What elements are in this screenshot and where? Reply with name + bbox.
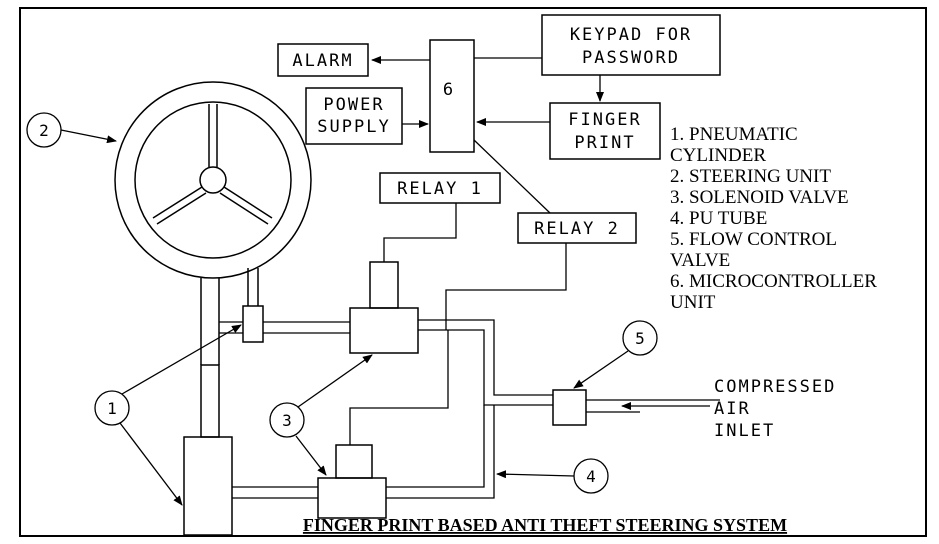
legend-line: 3. SOLENOID VALVE	[670, 187, 849, 208]
relay1-label: RELAY 1	[397, 179, 483, 199]
air-inlet-line1: COMPRESSED	[714, 377, 836, 397]
callout-pu-tube-number: 4	[586, 467, 596, 486]
legend-line: 4. PU TUBE	[670, 208, 767, 229]
callout-flow-control: 5	[573, 320, 658, 389]
upper-solenoid-valve	[349, 261, 419, 354]
signal-lines	[371, 56, 604, 330]
legend-line: 1. PNEUMATIC	[670, 124, 798, 145]
legend-line: VALVE	[670, 250, 730, 271]
upper-cylinder	[242, 268, 264, 343]
legend-line: 2. STEERING UNIT	[670, 166, 831, 187]
callout-pu-tube: 4	[496, 458, 609, 494]
alarm-block: ALARM	[277, 43, 369, 77]
callout-steering-number: 2	[39, 121, 49, 140]
legend: 1. PNEUMATIC CYLINDER 2. STEERING UNIT 3…	[670, 124, 877, 313]
diagram-title: FINGER PRINT BASED ANTI THEFT STEERING S…	[303, 515, 787, 535]
callout-steering: 2	[26, 112, 117, 148]
relay2-block: RELAY 2	[517, 212, 637, 244]
air-inlet-line2: AIR	[714, 399, 751, 419]
callout-solenoid: 3	[269, 354, 373, 476]
callout-solenoid-number: 3	[282, 411, 292, 430]
relay1-block: RELAY 1	[379, 172, 501, 204]
callout-cylinder-number: 1	[107, 399, 117, 418]
power-label-line2: SUPPLY	[317, 117, 390, 137]
steering-wheel	[114, 81, 312, 438]
callout-flow-control-number: 5	[635, 329, 645, 348]
keypad-label-line2: PASSWORD	[582, 48, 680, 68]
diagram-border	[19, 7, 927, 537]
legend-line: 6. MICROCONTROLLER	[670, 271, 877, 292]
relay2-label: RELAY 2	[534, 219, 620, 239]
microcontroller-label: 6	[443, 80, 455, 100]
power-label-line1: POWER	[323, 95, 384, 115]
fingerprint-block: FINGER PRINT	[549, 102, 661, 160]
power-supply-block: POWER SUPPLY	[305, 87, 403, 145]
lower-solenoid-valve	[317, 444, 387, 519]
lower-cylinder	[183, 436, 233, 536]
legend-line: UNIT	[670, 292, 716, 313]
air-inlet-label: COMPRESSED AIR INLET	[714, 377, 836, 441]
fingerprint-label-line2: PRINT	[574, 133, 635, 153]
flow-control-valve	[552, 389, 587, 426]
fingerprint-label-line1: FINGER	[568, 110, 641, 130]
keypad-label-line1: KEYPAD FOR	[570, 25, 692, 45]
alarm-label: ALARM	[292, 51, 353, 71]
keypad-block: KEYPAD FOR PASSWORD	[541, 14, 721, 76]
microcontroller-block: 6	[429, 39, 475, 153]
legend-line: CYLINDER	[670, 145, 766, 166]
pu-tubes	[219, 319, 720, 499]
air-inlet-line3: INLET	[714, 421, 775, 441]
legend-line: 5. FLOW CONTROL	[670, 229, 837, 250]
callout-cylinder: 1	[94, 324, 242, 506]
